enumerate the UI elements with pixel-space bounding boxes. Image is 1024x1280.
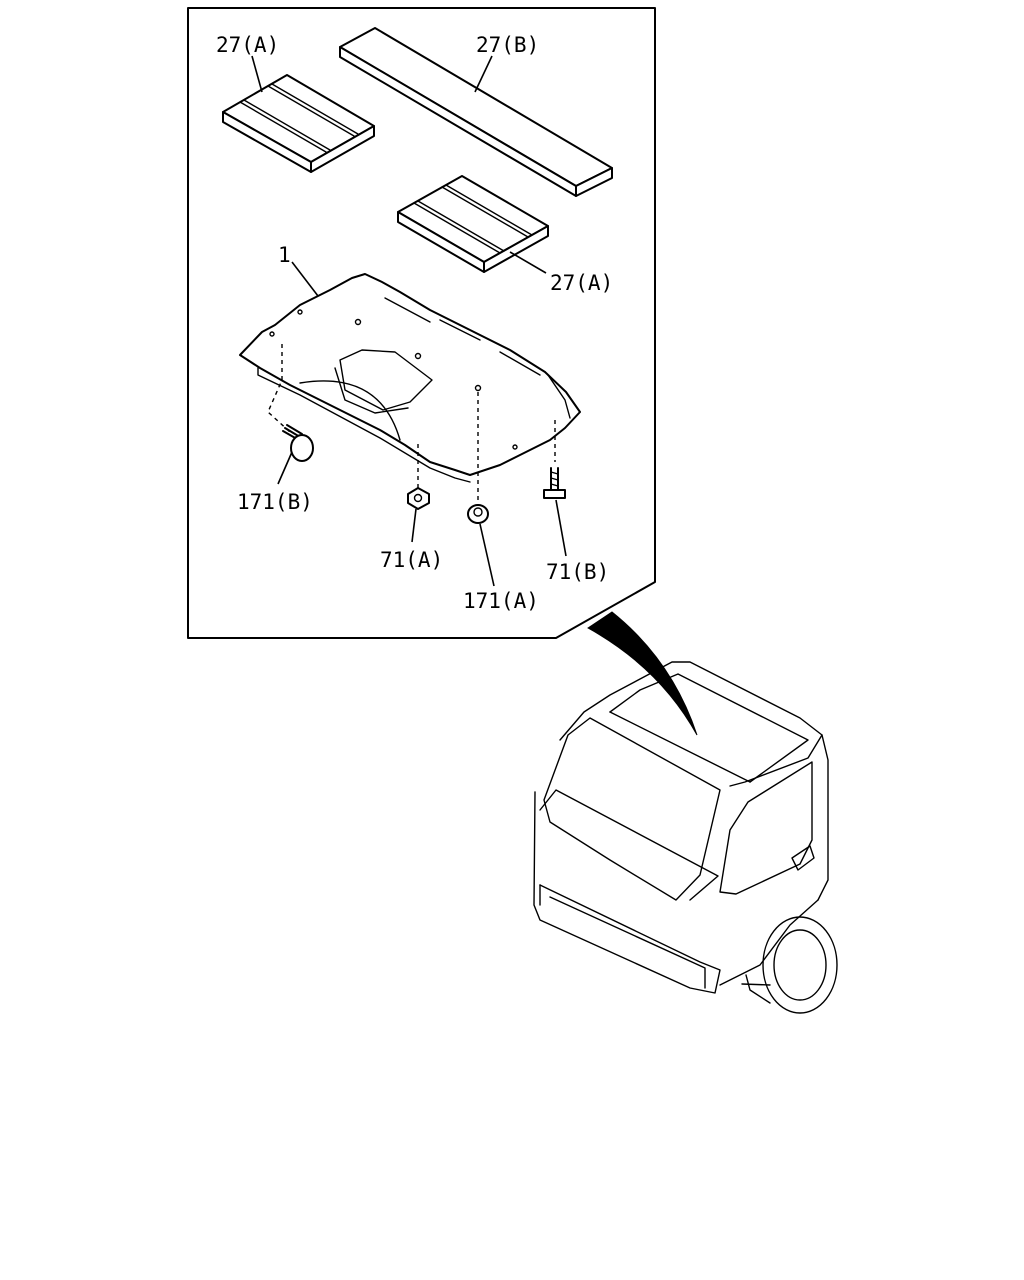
pointer-arrow bbox=[587, 611, 698, 736]
label-71a: 71(A) bbox=[380, 548, 443, 572]
screw-71b bbox=[543, 467, 566, 499]
label-27a-upper: 27(A) bbox=[216, 33, 279, 57]
leader-strip bbox=[474, 55, 493, 93]
insulation-strip-27b bbox=[339, 27, 613, 197]
leader-pad-left-top bbox=[251, 55, 263, 93]
label-1: 1 bbox=[278, 243, 291, 267]
insulation-pad-27a-lower bbox=[397, 175, 549, 273]
label-171a: 171(A) bbox=[463, 589, 539, 613]
fastener-line-left bbox=[267, 344, 291, 433]
label-27b: 27(B) bbox=[476, 33, 539, 57]
leader-clip-left bbox=[277, 451, 293, 485]
leader-clip-center bbox=[479, 523, 495, 587]
leader-screw-right bbox=[555, 499, 567, 557]
label-71b: 71(B) bbox=[546, 560, 609, 584]
callout-frame bbox=[187, 7, 656, 639]
leader-nut-center bbox=[411, 508, 417, 543]
clip-171a bbox=[467, 504, 489, 524]
insulation-pad-27a-upper bbox=[222, 74, 375, 173]
nut-71a bbox=[407, 487, 430, 510]
truck-cab-illustration bbox=[533, 661, 838, 1014]
label-171b: 171(B) bbox=[237, 490, 313, 514]
headliner-panel bbox=[239, 273, 581, 483]
label-27a-lower: 27(A) bbox=[550, 271, 613, 295]
leader-pad-right bbox=[509, 251, 547, 274]
leader-headliner bbox=[291, 261, 319, 297]
clip-171b bbox=[282, 424, 314, 462]
